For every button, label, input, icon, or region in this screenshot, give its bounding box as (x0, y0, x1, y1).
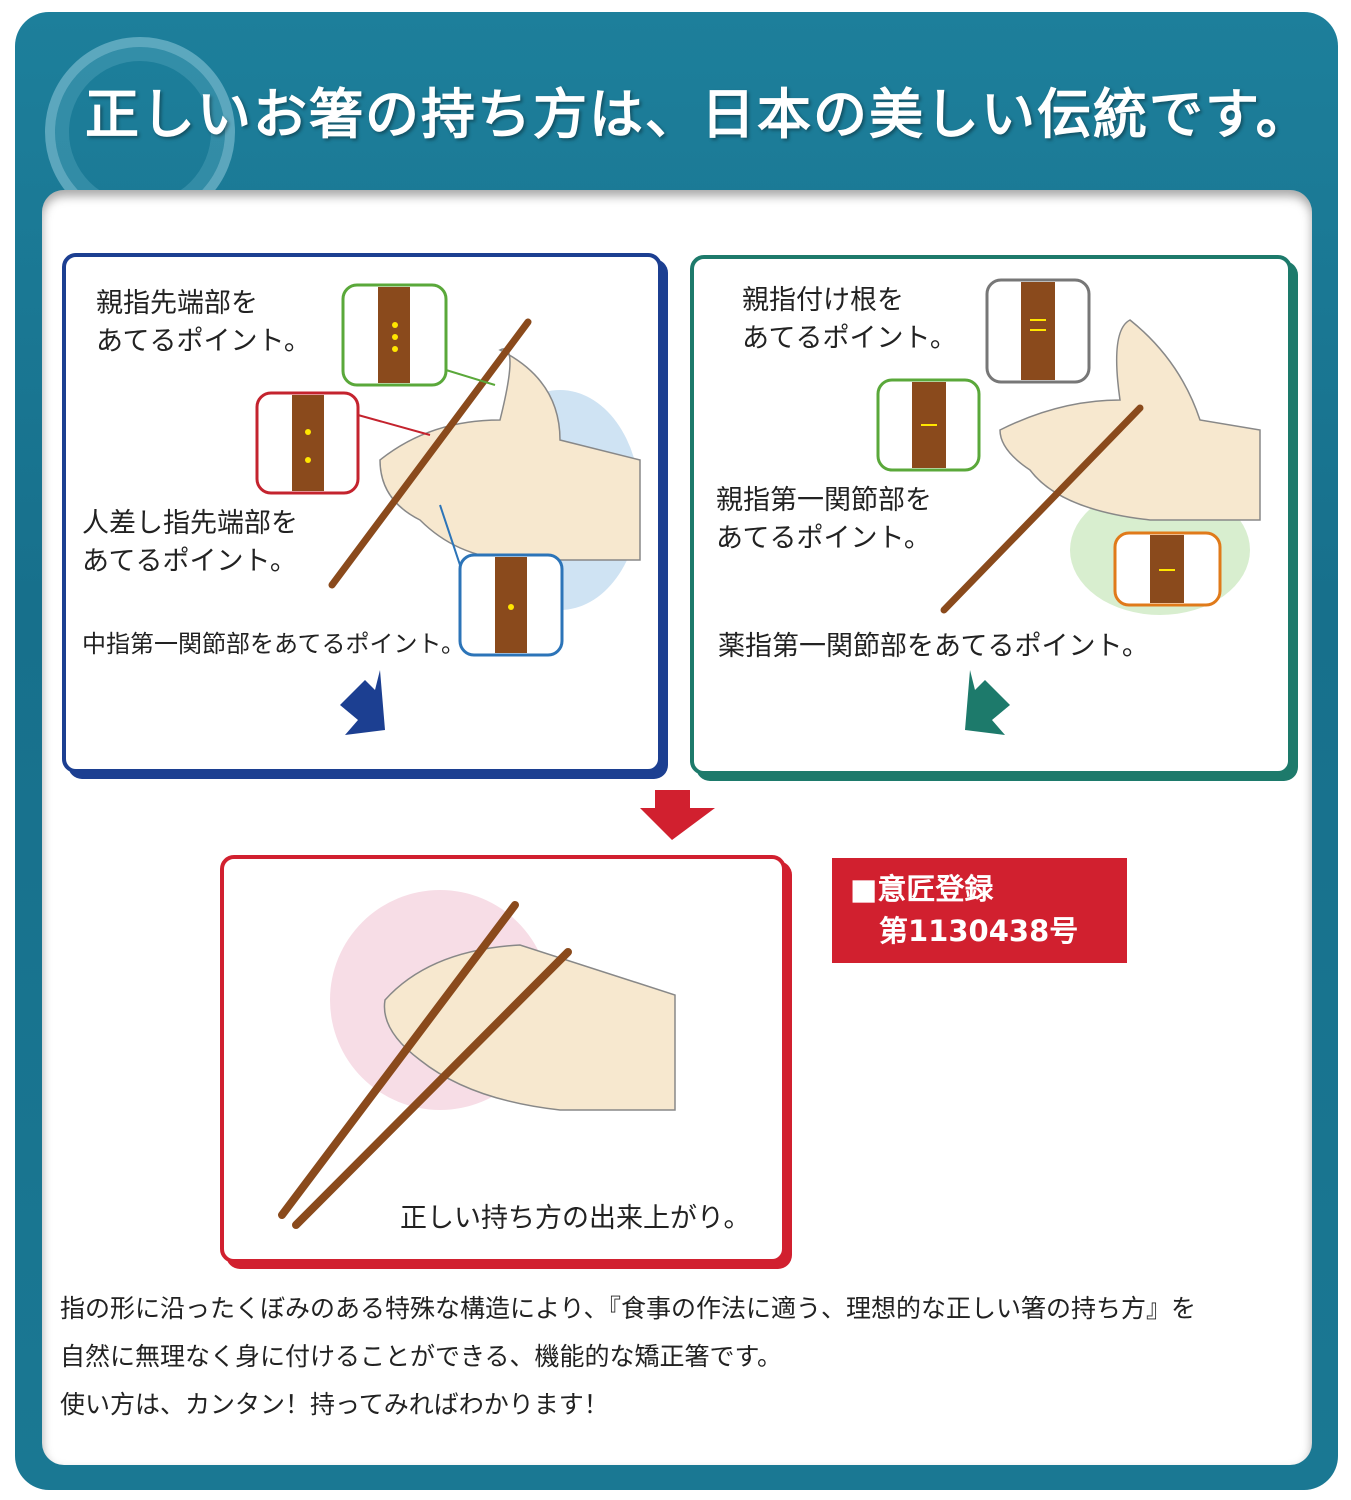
middle-joint-label: 中指第一関節部をあてるポイント。 (82, 630, 466, 658)
index-tip-label: 人差し指先端部を あてるポイント。 (82, 508, 298, 577)
description-line: 使い方は、カンタン！持ってみればわかります！ (60, 1390, 609, 1419)
arrow-down-left-icon (965, 670, 1010, 735)
page-title: 正しいお箸の持ち方は、日本の美しい伝統です。 (85, 83, 1312, 146)
hand-illustration-result (278, 890, 676, 1229)
arrow-down-icon (640, 790, 715, 840)
design-registration-badge: ■意匠登録 第1130438号 (832, 858, 1127, 963)
hand-illustration-right (876, 278, 1261, 735)
badge-title: ■意匠登録 (850, 872, 994, 906)
thumb-joint-label: 親指第一関節部を あてるポイント。 (716, 485, 932, 554)
product-description: 指の形に沿ったくぼみのある特殊な構造により、『食事の作法に適う、理想的な正しい箸… (60, 1285, 1196, 1429)
result-caption: 正しい持ち方の出来上がり。 (400, 1203, 751, 1234)
hand-illustration-left (255, 283, 641, 735)
ring-joint-label: 薬指第一関節部をあてるポイント。 (718, 631, 1149, 662)
description-line: 自然に無理なく身に付けることができる、機能的な矯正箸です。 (60, 1342, 783, 1371)
badge-number: 第1130438号 (850, 914, 1079, 948)
thumb-tip-label: 親指先端部を あてるポイント。 (96, 288, 311, 357)
description-line: 指の形に沿ったくぼみのある特殊な構造により、『食事の作法に適う、理想的な正しい箸… (60, 1294, 1197, 1323)
arrow-down-right-icon (340, 670, 385, 735)
thumb-base-label: 親指付け根を あてるポイント。 (742, 285, 957, 354)
